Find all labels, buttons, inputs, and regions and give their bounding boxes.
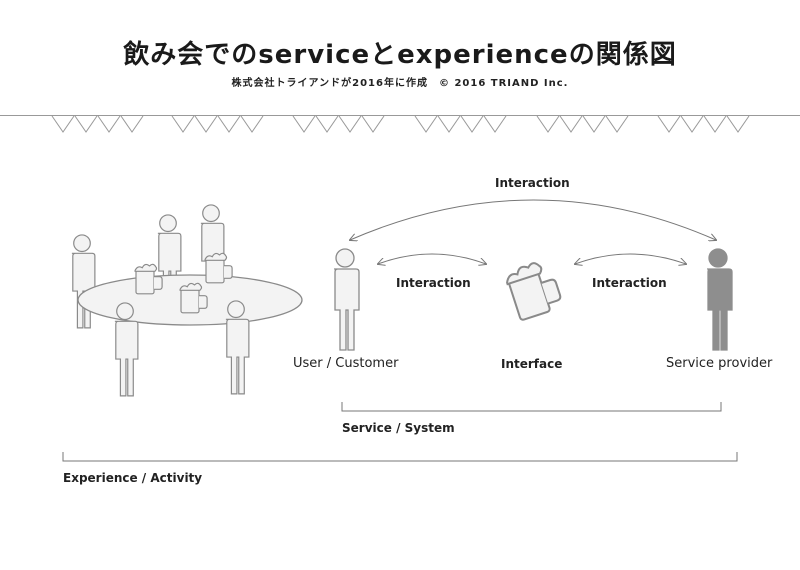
pennant-flag xyxy=(315,115,339,133)
pennant-flag xyxy=(171,115,195,133)
mug-table-1 xyxy=(134,263,163,295)
pennant-flag xyxy=(97,115,121,133)
mug-table-2 xyxy=(204,252,233,284)
beer-mug-interface-icon xyxy=(502,257,565,322)
activity-scene xyxy=(71,204,303,397)
interaction-arc-right xyxy=(575,253,686,264)
pennant-flag xyxy=(460,115,484,133)
diagram-title: 飲み会でのserviceとexperienceの関係図 xyxy=(123,40,677,70)
label-service-provider: Service provider xyxy=(666,356,773,371)
service-system-bracket xyxy=(341,402,722,412)
pennant-flag xyxy=(680,115,704,133)
pennant-flag xyxy=(726,115,750,133)
pennant-flag xyxy=(657,115,681,133)
pennant-flag xyxy=(217,115,241,133)
pennant-flag xyxy=(338,115,362,133)
pennant-flag xyxy=(240,115,264,133)
user-customer-figure xyxy=(333,248,360,351)
label-interaction-top: Interaction xyxy=(495,176,570,190)
interaction-arc-top xyxy=(350,199,716,240)
pennant-flag xyxy=(74,115,98,133)
pennant-flag xyxy=(703,115,727,133)
label-experience-activity: Experience / Activity xyxy=(63,471,203,485)
pennant-flag xyxy=(483,115,507,133)
label-interaction-right: Interaction xyxy=(592,276,667,290)
bunting xyxy=(51,115,750,133)
pennant-flag xyxy=(361,115,385,133)
label-interaction-left: Interaction xyxy=(396,276,471,290)
header-rule xyxy=(0,115,800,116)
pennant-flag xyxy=(605,115,629,133)
experience-activity-bracket xyxy=(62,452,738,462)
pennant-flag xyxy=(414,115,438,133)
label-user-customer: User / Customer xyxy=(293,356,399,371)
interaction-arc-left xyxy=(378,253,486,264)
pennant-flag xyxy=(194,115,218,133)
person-back-left xyxy=(71,234,96,329)
pennant-flag xyxy=(536,115,560,133)
pennant-flag xyxy=(437,115,461,133)
pennant-flag xyxy=(51,115,75,133)
pennant-flag xyxy=(582,115,606,133)
diagram-subtitle: 株式会社トライアンドが2016年に作成 © 2016 TRIAND Inc. xyxy=(231,78,569,89)
label-interface: Interface xyxy=(501,357,563,371)
pennant-flag xyxy=(559,115,583,133)
pennant-flag xyxy=(120,115,144,133)
label-service-system: Service / System xyxy=(342,421,455,435)
pennant-flag xyxy=(292,115,316,133)
service-provider-figure xyxy=(706,248,733,351)
